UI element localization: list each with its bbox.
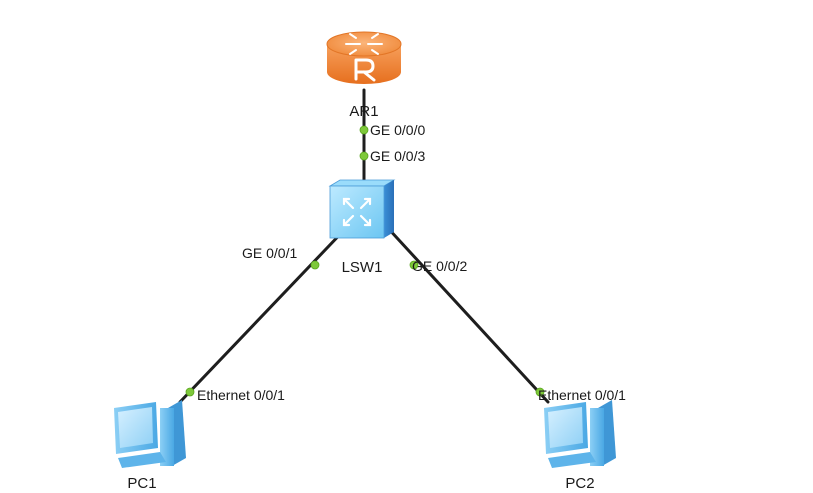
pc1-name-label: PC1 [127,475,156,492]
port-label-lsw1-ge002: GE 0/0/2 [412,258,467,274]
pc-icon [114,400,186,468]
port-label-pc1-eth001: Ethernet 0/0/1 [197,387,285,403]
port-indicator-pc1-eth001 [185,387,195,397]
port-label-lsw1-ge001: GE 0/0/1 [242,245,297,261]
router-name-label: AR1 [349,103,378,120]
port-indicator-lsw1-ge002 [409,260,419,270]
port-indicator-ar1-ge000 [359,125,369,135]
switch-icon [328,179,396,239]
port-label-lsw1-ge003: GE 0/0/3 [370,148,425,164]
switch-lsw1[interactable]: LSW1 [328,179,396,276]
pc1[interactable]: PC1 [114,400,186,492]
link-lsw1-pc1[interactable] [178,224,350,404]
port-indicator-lsw1-ge001 [310,260,320,270]
port-label-ar1-ge000: GE 0/0/0 [370,122,425,138]
port-label-pc2-eth001: Ethernet 0/0/1 [538,387,626,403]
pc2-name-label: PC2 [565,475,594,492]
router-ar1[interactable]: AR1 [326,31,402,120]
switch-name-label: LSW1 [342,259,383,276]
port-indicator-pc2-eth001 [535,387,545,397]
port-indicator-lsw1-ge003 [359,151,369,161]
pc-icon [544,400,616,468]
router-icon [326,31,402,84]
pc2[interactable]: PC2 [544,400,616,492]
link-lsw1-pc2[interactable] [384,224,550,404]
